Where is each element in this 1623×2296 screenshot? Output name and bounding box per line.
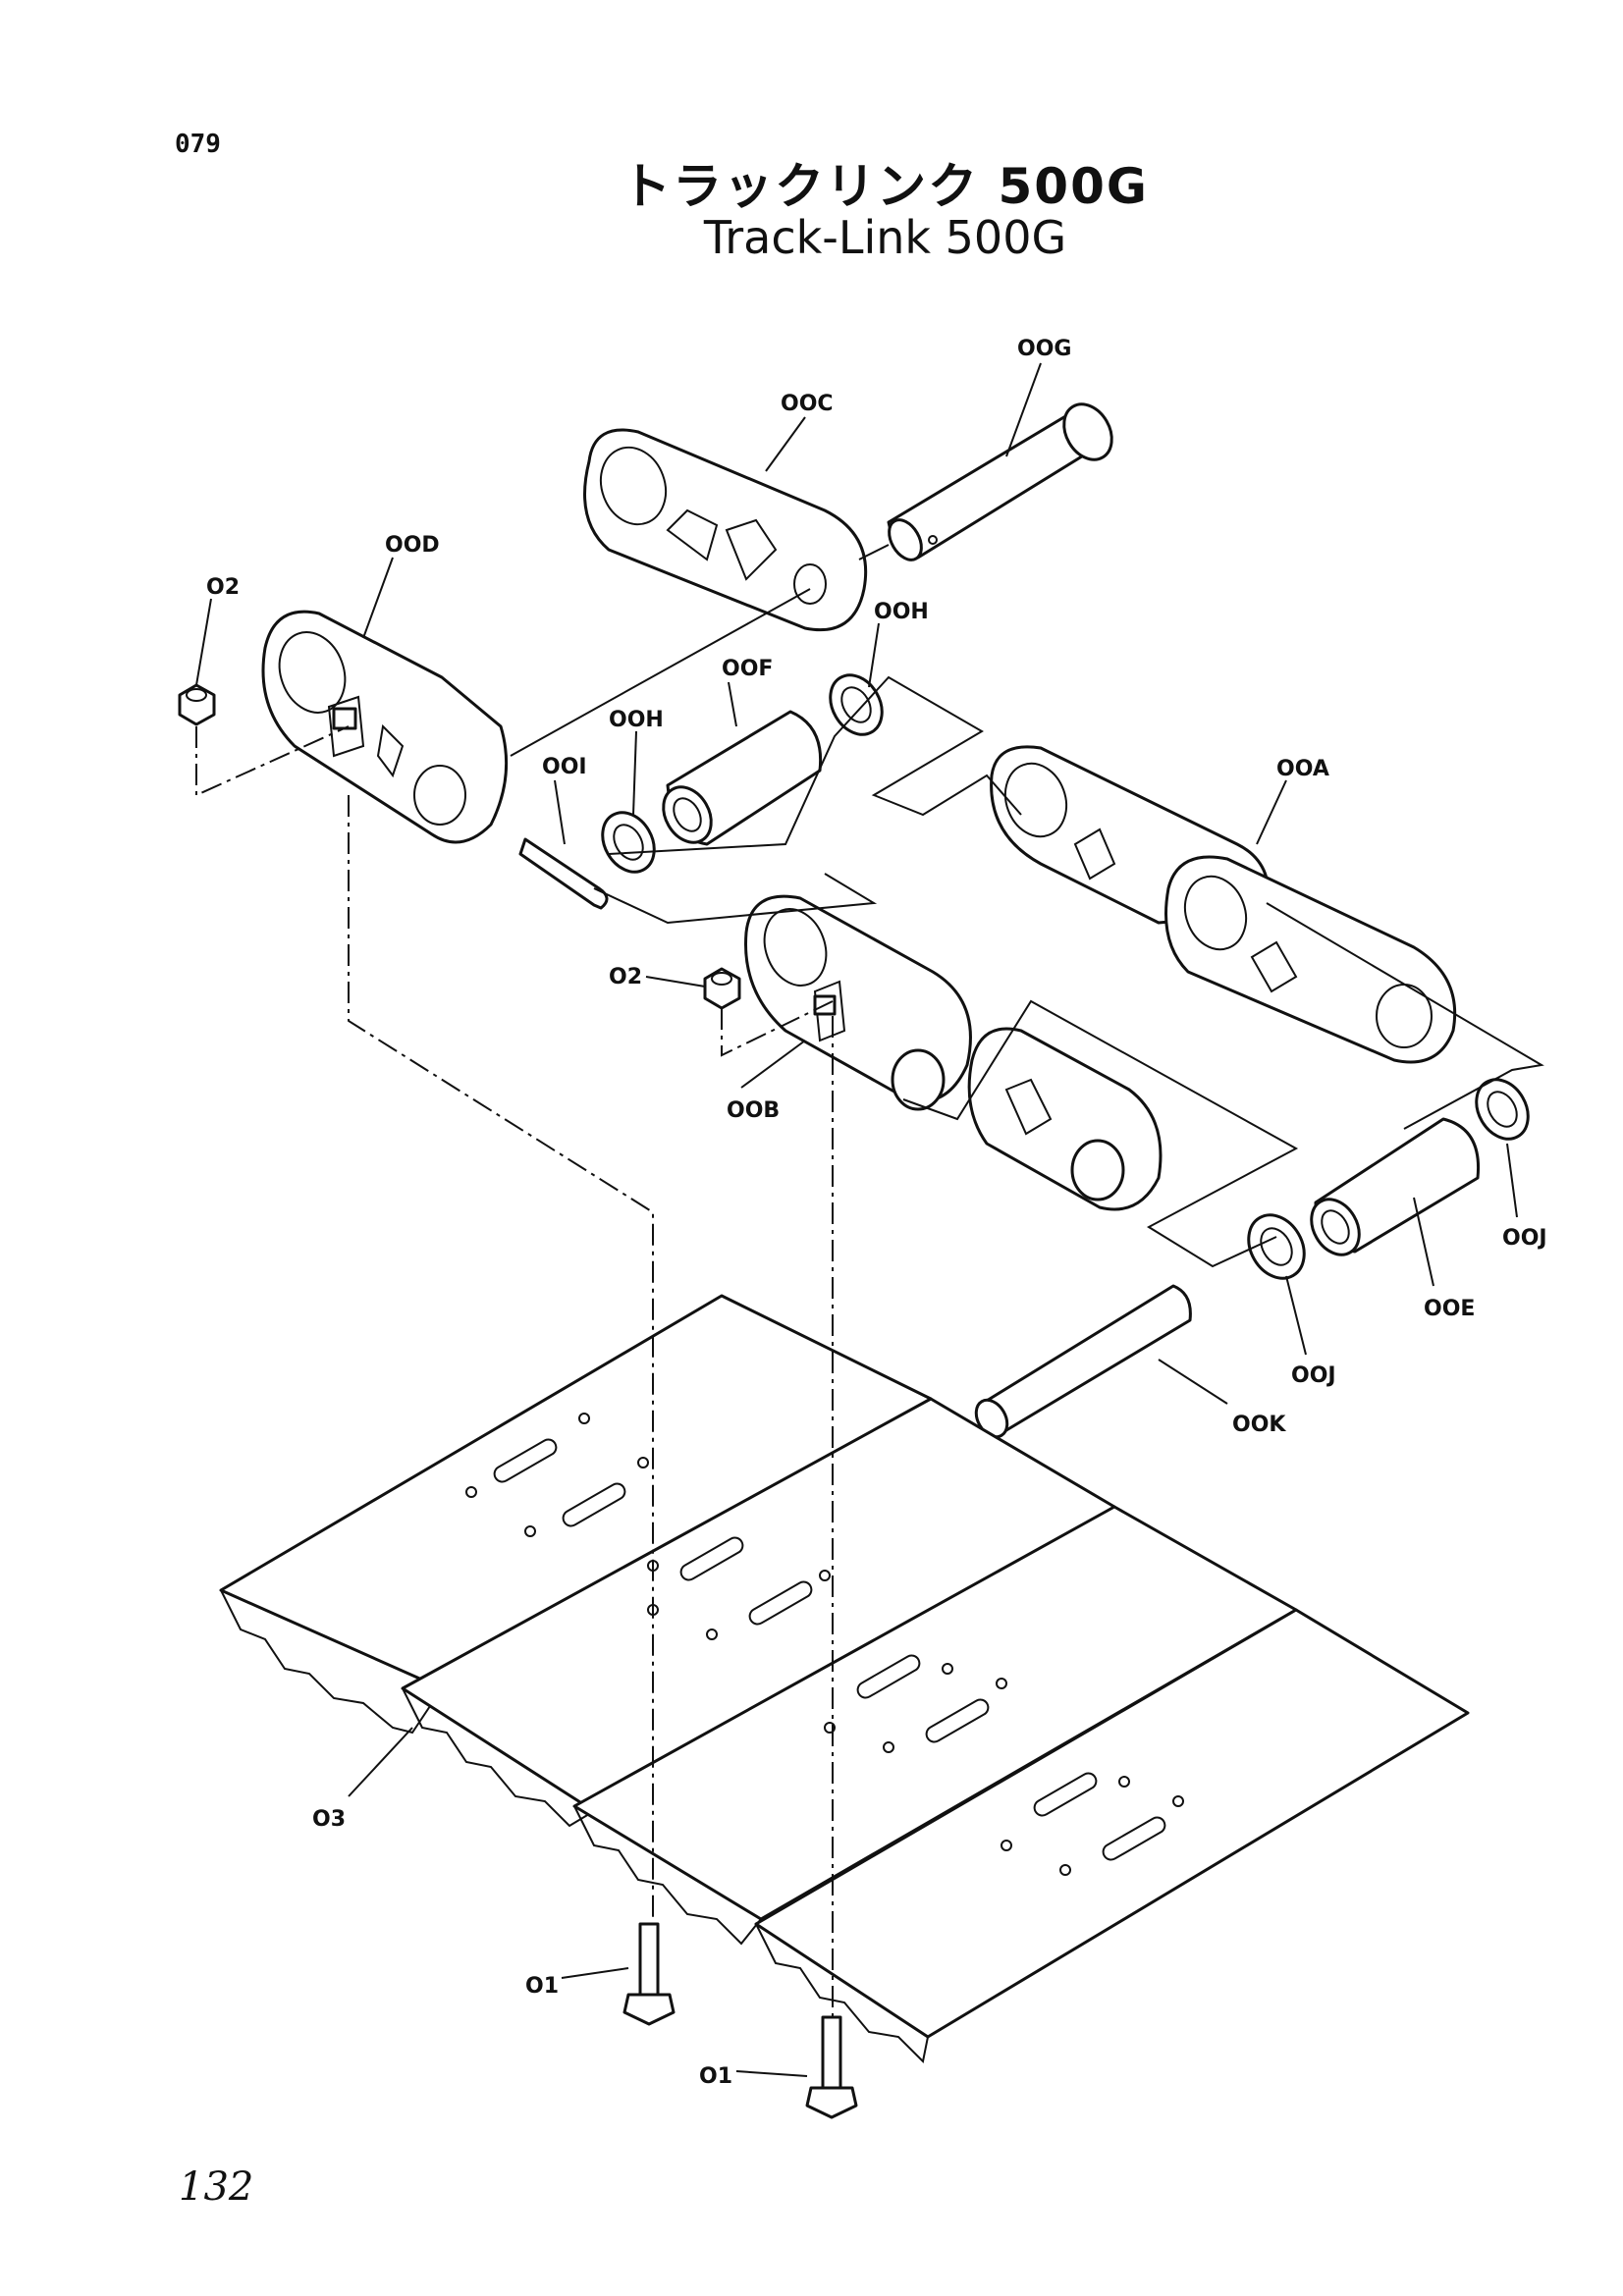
callout-ooj-left: OOJ bbox=[1291, 1363, 1336, 1388]
seal-ooj-right bbox=[1475, 1078, 1530, 1141]
callout-o2-mid: O2 bbox=[609, 965, 642, 989]
pin-ooi bbox=[518, 837, 609, 910]
callout-ooi: OOI bbox=[542, 755, 587, 779]
callout-ooa: OOA bbox=[1276, 757, 1329, 781]
callout-o1-right: O1 bbox=[699, 2064, 732, 2089]
nut-o2-top bbox=[178, 683, 216, 726]
callout-ood: OOD bbox=[385, 533, 440, 558]
bushing-ooe bbox=[1310, 1117, 1481, 1256]
callout-ooj-right: OOJ bbox=[1502, 1226, 1547, 1251]
link-ooa bbox=[990, 745, 1457, 1064]
title-japanese: トラックリンク 500G bbox=[622, 158, 1149, 215]
callout-o1-left: O1 bbox=[525, 1974, 559, 1999]
link-ooc bbox=[583, 428, 868, 632]
callout-ook: OOK bbox=[1232, 1413, 1286, 1437]
callout-ooc: OOC bbox=[781, 392, 834, 416]
leader-lines bbox=[195, 362, 1518, 2077]
assembly-lines bbox=[195, 544, 1544, 2017]
track-shoes-o3 bbox=[219, 1294, 1470, 2064]
callout-o3: O3 bbox=[312, 1807, 346, 1832]
bushing-oof bbox=[662, 710, 823, 846]
callout-oof: OOF bbox=[722, 657, 773, 681]
callout-ooh-left: OOH bbox=[609, 708, 664, 732]
pin-ook bbox=[974, 1284, 1192, 1439]
handwritten-page-number: 132 bbox=[179, 2164, 254, 2210]
seal-ooh-left bbox=[601, 811, 656, 874]
callout-labels: OOG OOC OOD O2 OOH OOF OOH OOI OOA O2 OO… bbox=[206, 337, 1547, 2089]
callout-o2-top: O2 bbox=[206, 575, 240, 600]
nut-o2-mid bbox=[703, 967, 741, 1010]
callout-ooe: OOE bbox=[1424, 1297, 1475, 1321]
seal-ooh-right bbox=[829, 673, 884, 736]
page-code: 079 bbox=[175, 130, 221, 159]
link-ood bbox=[261, 610, 509, 844]
callout-oog: OOG bbox=[1017, 337, 1071, 361]
bolt-o1-right bbox=[805, 2015, 858, 2119]
link-oob bbox=[744, 894, 1163, 1211]
bolt-o1-left bbox=[622, 1922, 676, 2026]
title-english: Track-Link 500G bbox=[703, 211, 1067, 264]
seal-ooj-left bbox=[1247, 1213, 1306, 1280]
pin-oog bbox=[887, 402, 1113, 561]
callout-oob: OOB bbox=[727, 1098, 780, 1123]
callout-ooh-right: OOH bbox=[874, 600, 929, 624]
